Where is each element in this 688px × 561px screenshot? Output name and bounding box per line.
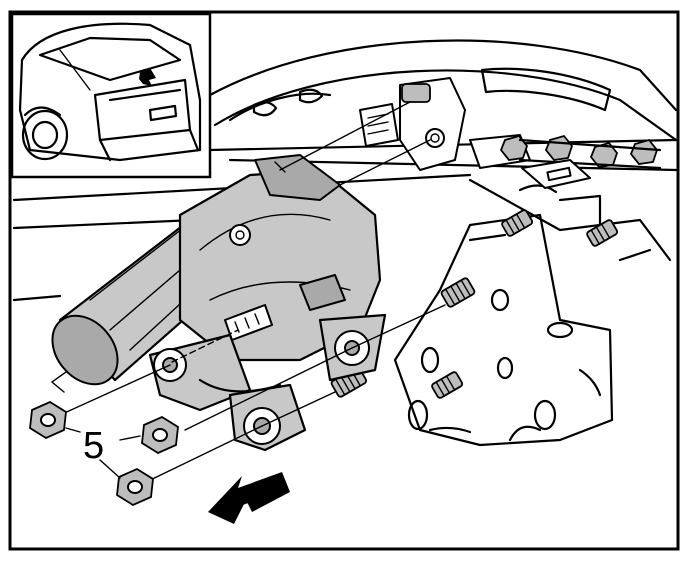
mounting-studs — [330, 209, 619, 399]
callout-leaders — [65, 427, 141, 479]
hex-nut-icon — [116, 467, 154, 507]
hex-nut-icon — [629, 138, 659, 165]
threaded-stud-icon — [440, 277, 476, 308]
threaded-stud-icon — [431, 371, 464, 399]
inset-frame — [10, 12, 212, 179]
hex-nut-icon — [141, 415, 179, 455]
callout-label-nut: 5 — [83, 425, 104, 467]
car-rear-inset-icon — [10, 12, 212, 179]
threaded-stud-icon — [586, 219, 619, 247]
wiper-motor-nuts — [29, 400, 179, 507]
alignment-lines — [59, 101, 446, 486]
hex-nut-icon — [499, 134, 529, 161]
mounting-bracket — [393, 213, 614, 447]
threaded-stud-icon — [501, 209, 534, 237]
hex-nut-icon — [29, 400, 67, 440]
removal-direction-arrow-icon — [208, 472, 290, 524]
